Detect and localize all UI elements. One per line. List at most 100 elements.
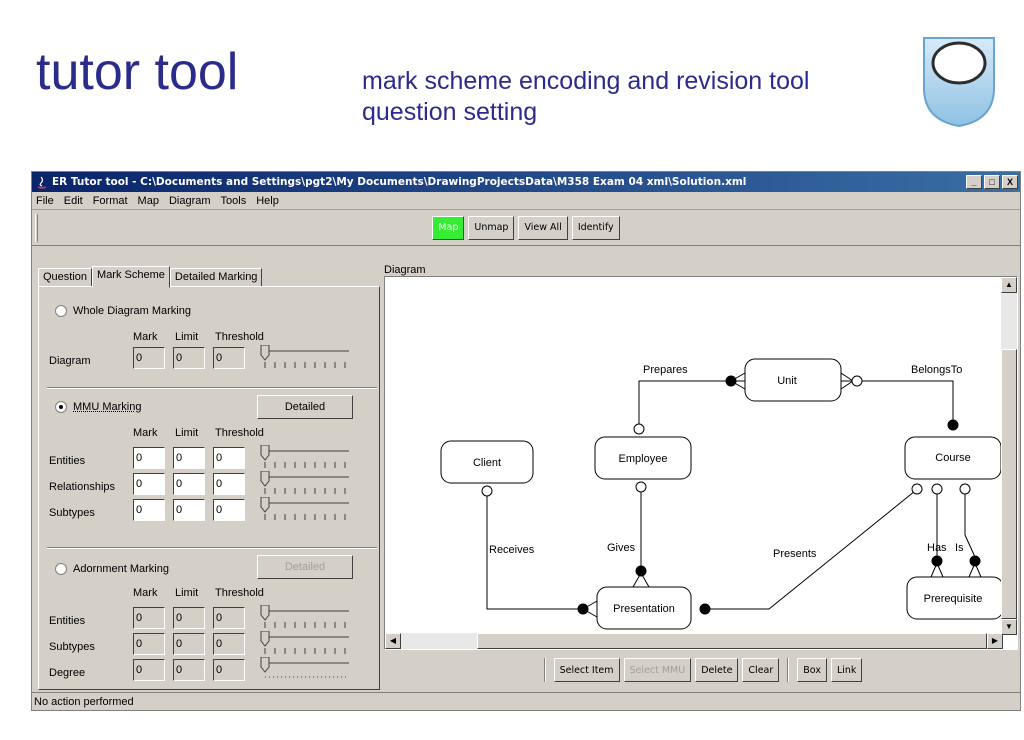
whole-diagram-radio[interactable] (55, 305, 67, 317)
menu-file[interactable]: File (36, 194, 54, 207)
limit-field[interactable]: 0 (173, 633, 205, 655)
delete-button[interactable]: Delete (695, 658, 739, 682)
mmu-option[interactable]: MMU Marking (55, 401, 141, 413)
mark-field[interactable]: 0 (133, 447, 165, 469)
mmu-detailed-button[interactable]: Detailed (257, 395, 353, 419)
toolbar-grip[interactable] (35, 214, 38, 242)
link-button[interactable]: Link (830, 658, 863, 682)
rel-prepares-label[interactable]: Prepares (643, 364, 688, 376)
entity-presentation[interactable]: Presentation (613, 603, 675, 615)
rel-receives-label[interactable]: Receives (489, 544, 535, 556)
scroll-right-icon[interactable]: ▶ (987, 633, 1003, 649)
scroll-left-icon[interactable]: ◀ (385, 633, 401, 649)
identify-button[interactable]: Identify (571, 215, 620, 240)
select-item-button[interactable]: Select Item (553, 658, 620, 682)
rel-is-label[interactable]: Is (955, 542, 964, 554)
limit-field[interactable]: 0 (173, 473, 205, 495)
rel-presents-label[interactable]: Presents (773, 548, 817, 560)
entity-unit-box (744, 358, 842, 402)
threshold-slider[interactable] (259, 605, 349, 629)
section-divider (47, 547, 377, 549)
clear-button[interactable]: Clear (742, 658, 780, 682)
view-all-button[interactable]: View All (518, 215, 568, 240)
entity-prerequisite[interactable]: Prerequisite (924, 593, 983, 605)
diagram-canvas[interactable]: Unit Client Employee Course Presentation… (384, 276, 1018, 650)
slide-subtitle: mark scheme encoding and revision tool q… (362, 66, 809, 128)
box-button[interactable]: Box (797, 658, 827, 682)
adornment-radio[interactable] (55, 563, 67, 575)
adornment-option[interactable]: Adornment Marking (55, 563, 169, 575)
limit-field[interactable]: 0 (173, 607, 205, 629)
optional-marker (635, 481, 647, 493)
rel-gives-label[interactable]: Gives (607, 542, 636, 554)
whole-diagram-option[interactable]: Whole Diagram Marking (55, 305, 191, 317)
threshold-field[interactable]: 0 (213, 499, 245, 521)
threshold-slider[interactable] (259, 631, 349, 655)
select-mmu-button[interactable]: Select MMU (623, 658, 692, 682)
threshold-slider[interactable] (259, 345, 349, 369)
vertical-scroll-thumb[interactable] (1001, 349, 1017, 619)
menu-tools[interactable]: Tools (220, 194, 247, 207)
limit-field[interactable]: 0 (173, 659, 205, 681)
mark-field[interactable]: 0 (133, 473, 165, 495)
menu-format[interactable]: Format (92, 194, 128, 207)
tab-detailed-marking[interactable]: Detailed Marking (169, 268, 263, 287)
mark-field[interactable]: 0 (133, 607, 165, 629)
threshold-field[interactable]: 0 (213, 473, 245, 495)
menu-map[interactable]: Map (137, 194, 159, 207)
entity-course[interactable]: Course (935, 452, 970, 464)
optional-marker (481, 485, 493, 497)
row-label: Degree (49, 667, 86, 679)
map-button[interactable]: Map (432, 215, 465, 240)
diagram-toolbar: Select Item Select MMU Delete Clear Box … (384, 652, 1018, 688)
menu-diagram[interactable]: Diagram (168, 194, 211, 207)
limit-field[interactable]: 0 (173, 347, 205, 369)
status-bar: No action performed (32, 692, 1020, 710)
threshold-field[interactable]: 0 (213, 347, 245, 369)
menu-help[interactable]: Help (256, 194, 279, 207)
entity-client[interactable]: Client (473, 457, 501, 469)
optional-marker (911, 483, 923, 495)
window-titlebar: ER Tutor tool - C:\Documents and Setting… (32, 172, 1020, 192)
mmu-radio[interactable] (55, 401, 67, 413)
row-label: Relationships (49, 481, 116, 493)
optional-marker (633, 423, 645, 435)
mandatory-marker (699, 603, 711, 615)
threshold-field[interactable]: 0 (213, 607, 245, 629)
col-header-threshold: Threshold (215, 587, 264, 599)
entity-employee[interactable]: Employee (619, 453, 668, 465)
mandatory-marker (635, 565, 647, 577)
scroll-up-icon[interactable]: ▲ (1001, 277, 1017, 293)
mark-field[interactable]: 0 (133, 347, 165, 369)
open-university-logo-icon (923, 37, 995, 128)
threshold-slider[interactable] (259, 445, 349, 469)
minimize-button[interactable]: _ (966, 175, 982, 189)
limit-field[interactable]: 0 (173, 499, 205, 521)
maximize-button[interactable]: □ (984, 175, 1000, 189)
mark-field[interactable]: 0 (133, 633, 165, 655)
close-button[interactable]: X (1002, 175, 1018, 189)
rel-belongsto-label[interactable]: BelongsTo (911, 364, 962, 376)
threshold-field[interactable]: 0 (213, 447, 245, 469)
threshold-field[interactable]: 0 (213, 659, 245, 681)
horizontal-scrollbar[interactable]: ◀ ▶ (385, 633, 1003, 649)
threshold-slider[interactable] (259, 657, 349, 681)
tab-mark-scheme[interactable]: Mark Scheme (92, 266, 170, 288)
vertical-scrollbar[interactable]: ▲ ▼ (1001, 277, 1017, 635)
threshold-slider[interactable] (259, 497, 349, 521)
mark-field[interactable]: 0 (133, 659, 165, 681)
mark-field[interactable]: 0 (133, 499, 165, 521)
entity-unit[interactable]: Unit (777, 375, 797, 387)
rel-prepares-line (638, 380, 731, 425)
menu-edit[interactable]: Edit (63, 194, 83, 207)
rel-has-label[interactable]: Has (927, 542, 947, 554)
scroll-down-icon[interactable]: ▼ (1001, 619, 1017, 635)
limit-field[interactable]: 0 (173, 447, 205, 469)
threshold-field[interactable]: 0 (213, 633, 245, 655)
horizontal-scroll-thumb[interactable] (477, 633, 987, 649)
unmap-button[interactable]: Unmap (468, 215, 515, 240)
tab-question[interactable]: Question (38, 268, 93, 287)
mandatory-marker (725, 375, 737, 387)
adornment-detailed-button[interactable]: Detailed (257, 555, 353, 579)
threshold-slider[interactable] (259, 471, 349, 495)
